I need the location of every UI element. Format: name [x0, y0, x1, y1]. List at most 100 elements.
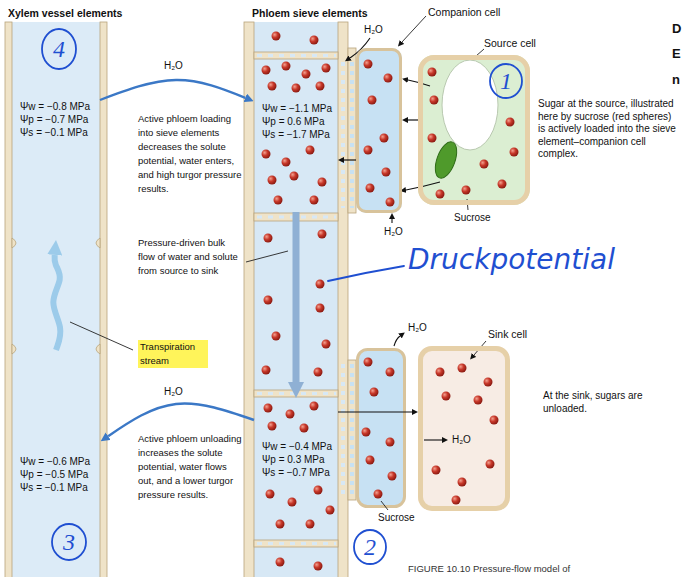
potential-value: Ψs = −0.1 MPa	[20, 481, 88, 494]
xylem-vessel	[12, 22, 100, 577]
water-flow-arrow	[108, 404, 254, 437]
note: Active phloem loading into sieve element…	[138, 112, 242, 196]
water-label: H₂O	[408, 322, 427, 334]
small-flow-arrows	[406, 182, 440, 190]
sucrose-molecules	[306, 520, 315, 529]
sucrose-molecules	[458, 364, 467, 373]
sucrose-molecules	[286, 410, 295, 419]
sucrose-molecules	[362, 428, 371, 437]
callout-ring	[354, 530, 386, 564]
column-heading: Xylem vessel elements	[8, 7, 122, 20]
edge-label: H₂O	[164, 386, 183, 398]
sucrose-molecules	[458, 478, 467, 487]
sucrose-molecules	[366, 184, 375, 193]
sucrose-molecules	[364, 358, 373, 367]
sucrose-molecules	[436, 190, 445, 199]
phloem-tube	[348, 360, 356, 500]
potential-value: Ψs = −0.1 MPa	[20, 126, 88, 139]
phloem-tube	[341, 364, 345, 496]
cut-letter: D	[672, 22, 681, 36]
sucrose-molecules	[314, 486, 323, 495]
sucrose-molecules	[310, 36, 319, 45]
cell-bodies	[431, 139, 461, 181]
sucrose-molecules	[382, 168, 391, 177]
small-flow-arrows	[424, 439, 442, 440]
sucrose-molecules	[300, 424, 309, 433]
sucrose-molecules	[428, 134, 437, 143]
sucrose-molecules	[292, 84, 301, 93]
sucrose-molecules	[498, 180, 507, 189]
sucrose-molecules	[366, 456, 375, 465]
sucrose-molecules	[386, 438, 395, 447]
sucrose-molecules	[326, 506, 335, 515]
phloem-tube	[254, 52, 338, 59]
sucrose-molecules	[274, 196, 283, 205]
callout-circle: 2	[352, 528, 388, 566]
potential-value: Ψp = 0.3 MPa	[262, 453, 325, 466]
xylem-vessel-element: Ψw = −0.6 MPaΨp = −0.5 MPaΨs = −0.1 MPa3	[12, 350, 100, 577]
sieve-element: Ψw = −1.1 MPaΨp = 0.6 MPaΨs = −1.7 MPa	[254, 60, 338, 212]
sucrose-molecules	[432, 466, 441, 475]
callout-number: 1	[500, 69, 512, 93]
water-flow-arrow	[100, 80, 245, 100]
leader-lines	[402, 16, 426, 42]
sucrose-molecules	[374, 490, 383, 499]
callout-circle: 1	[488, 62, 524, 100]
sucrose-flow-arrow	[344, 159, 356, 160]
sucrose-molecules	[276, 520, 285, 529]
sucrose-molecules	[480, 160, 489, 169]
sucrose-molecules	[314, 368, 323, 377]
phloem-tube	[257, 392, 336, 395]
callout-ring	[490, 64, 522, 98]
sucrose-molecules	[386, 368, 395, 377]
sieve-element: Ψw = −0.4 MPaΨp = 0.3 MPaΨs = −0.7 MPa	[254, 398, 338, 540]
sucrose-molecules	[386, 198, 395, 207]
sucrose-molecules	[262, 150, 271, 159]
sucrose-flow-arrow	[408, 119, 418, 120]
sucrose-molecules	[310, 196, 319, 205]
small-flow-arrows	[350, 38, 442, 440]
leader-lines	[246, 251, 288, 262]
sink-cell: Sink cellH₂O	[418, 346, 510, 511]
bulk-flow-arrow	[293, 212, 300, 382]
sucrose-molecules	[364, 60, 373, 69]
sucrose-molecules	[462, 186, 471, 195]
edge-label: H₂O	[164, 60, 183, 72]
handwritten-leader	[328, 266, 404, 281]
sucrose-molecules	[384, 74, 393, 83]
companion-cell: Companion cell	[356, 48, 402, 213]
sucrose-molecules	[380, 134, 389, 143]
phloem-tube	[254, 22, 338, 577]
sucrose-molecules	[318, 230, 327, 239]
water-label: H₂O	[384, 226, 403, 238]
water-label: H₂O	[364, 24, 383, 36]
figure-caption: FIGURE 10.10 Pressure-flow model of	[408, 563, 570, 575]
sucrose-molecules	[474, 396, 483, 405]
xylem-vessel-element: Ψw = −0.8 MPaΨp = −0.7 MPaΨs = −0.1 MPa4	[12, 25, 100, 240]
xylem-vessel	[5, 22, 107, 577]
note: Sugar at the source, illustrated here by…	[538, 98, 678, 161]
sucrose-molecules	[264, 404, 273, 413]
callout-ring	[52, 524, 86, 560]
source-cell: Source cell1	[418, 55, 530, 205]
sucrose-molecules	[268, 82, 277, 91]
sucrose-molecules	[290, 172, 299, 181]
cell-bodies	[442, 60, 498, 150]
sucrose-molecules	[282, 62, 291, 71]
cell-label: Sink cell	[488, 328, 527, 341]
cut-letter: E	[672, 47, 681, 61]
sucrose-molecules	[302, 70, 311, 79]
sucrose-label: Sucrose	[454, 212, 491, 224]
sucrose-molecules	[318, 178, 327, 187]
cell-bodies	[356, 48, 530, 511]
potential-value: Ψw = −0.8 MPa	[20, 100, 90, 113]
phloem-tube	[257, 54, 336, 57]
cell-bodies	[418, 346, 510, 511]
sucrose-molecules	[490, 416, 499, 425]
small-flow-arrows	[394, 336, 400, 346]
callout-number: 3	[63, 530, 75, 554]
callout-ring	[42, 29, 76, 69]
callout-number: 4	[53, 37, 65, 61]
